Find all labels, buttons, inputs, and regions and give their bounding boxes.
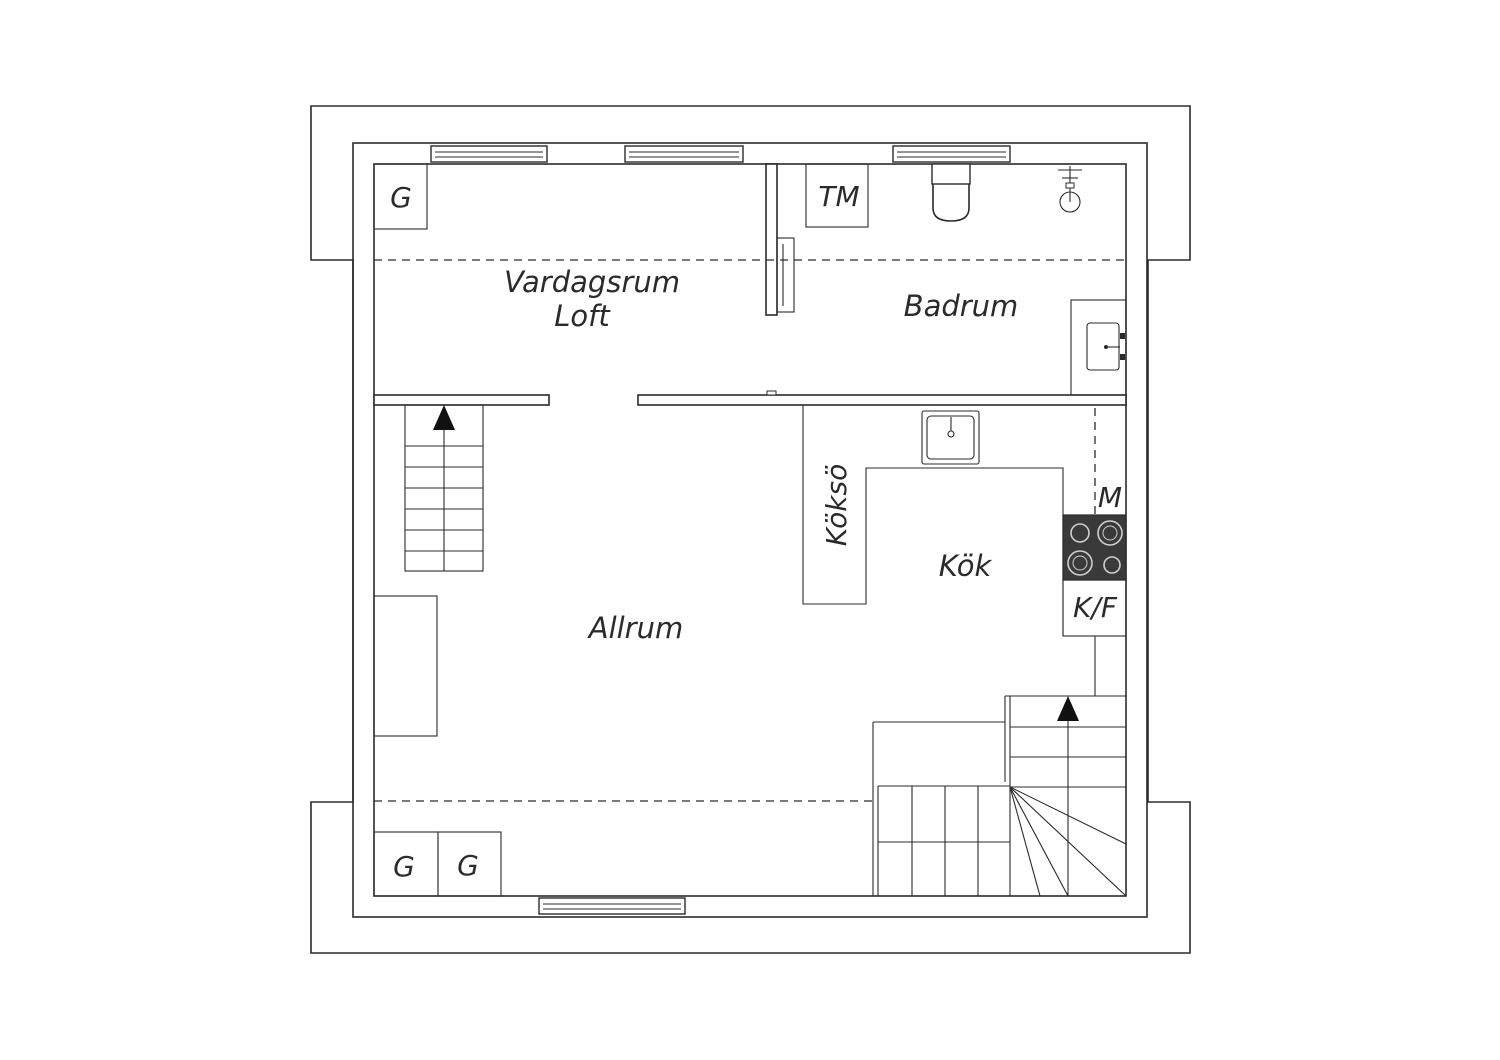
appliance-label-g: G [393,850,415,883]
kitchen-sink-icon [921,410,980,465]
toilet-icon [931,163,971,222]
stove-icon [1062,514,1127,581]
door-stop [766,390,777,396]
appliance-box-g [437,831,502,897]
appliance-label-kf: K/F [1073,591,1118,624]
partition-wall [765,163,778,316]
appliance-label-g: G [390,181,412,214]
window-icon [624,145,744,163]
appliance-box-g [373,163,428,230]
room-label-allrum: Allrum [587,611,684,645]
appliance-label-m: M [1098,481,1122,514]
window-icon [430,145,548,163]
room-label-badrum: Badrum [904,289,1019,323]
furniture-block [373,595,438,737]
door-frame [776,237,795,313]
appliance-label-g: G [457,849,479,882]
room-label-vardagsrum: Vardagsrum [504,265,680,299]
room-label-kok: Kök [939,549,993,583]
window-icon [892,145,1011,163]
staircase-left [404,404,484,572]
room-label-loft: Loft [554,299,611,333]
room-label-kokso: Köksö [820,464,853,546]
washbasin-icon [1070,299,1127,396]
outer-wall [352,142,1148,918]
horizontal-wall-right [637,394,1127,406]
stairs-up-arrow-icon [1057,696,1079,721]
staircase-right [872,695,1127,897]
appliance-box-tm [805,163,869,228]
stairs-up-arrow-icon [433,405,455,430]
horizontal-wall-left [373,394,550,406]
inner-wall [373,163,1127,897]
appliance-label-tm: TM [818,180,859,213]
shower-icon [1058,166,1082,213]
window-icon [538,897,686,915]
